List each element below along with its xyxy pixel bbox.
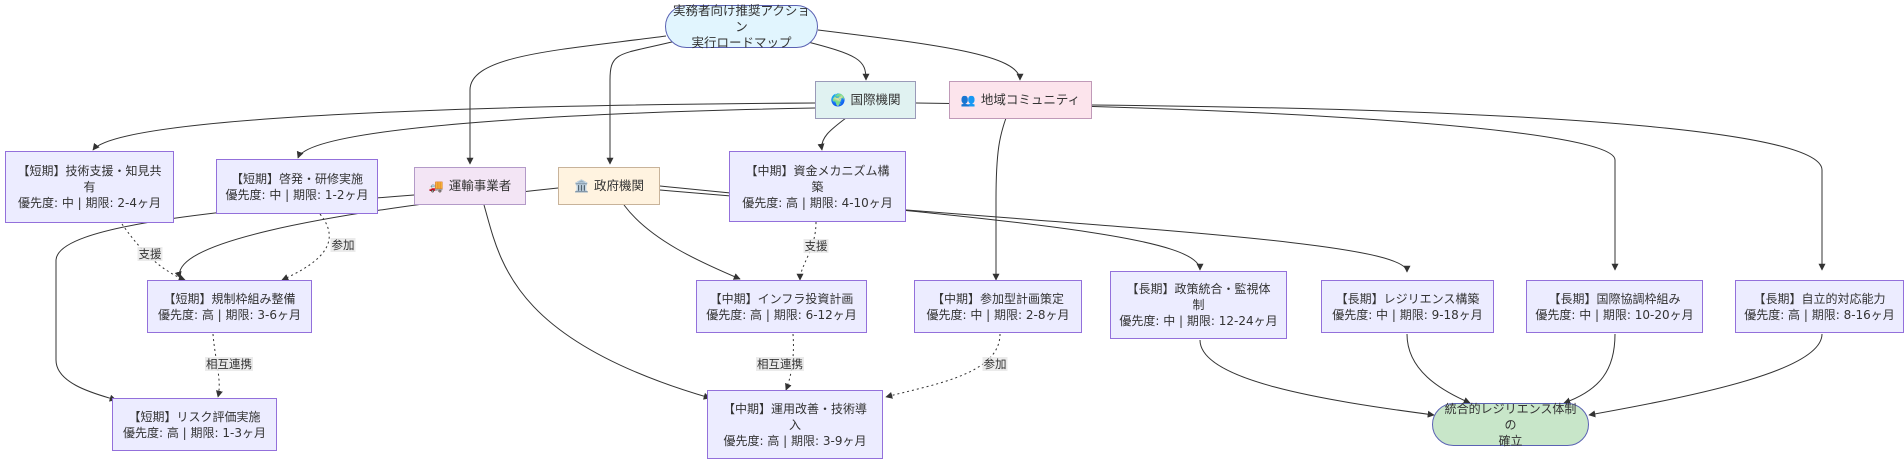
government-building-icon: 🏛️ <box>574 179 589 193</box>
task-tech-support-line-2: 有 <box>83 180 96 194</box>
task-policy-line-2: 制 <box>1192 298 1205 312</box>
edge-label-mutual-2: 相互連携 <box>756 357 804 371</box>
edge-root-community <box>817 29 1024 81</box>
edge-root-gov <box>606 39 681 165</box>
edge-intl-training <box>296 107 816 159</box>
goal-line-1: 統合的レジリエンス体制の <box>1444 401 1577 432</box>
actor-intl-label: 国際機関 <box>850 92 901 107</box>
people-icon: 👥 <box>960 93 976 107</box>
edge-community-participatory <box>992 117 1007 281</box>
task-ops-line-1: 【中期】運用改善・技術導 <box>722 401 867 416</box>
task-infra-line-2: 優先度: 高 | 期限: 6-12ヶ月 <box>706 307 857 322</box>
edge-resilience-goal <box>1406 333 1471 404</box>
edge-intlcoop-goal <box>1563 333 1616 405</box>
task-regulation-line-1: 【短期】規制枠組み整備 <box>163 291 296 306</box>
truck-icon: 🚚 <box>428 179 444 193</box>
task-resilience-line-2: 優先度: 中 | 期限: 9-18ヶ月 <box>1332 307 1483 322</box>
task-infra[interactable]: 【中期】インフラ投資計画 優先度: 高 | 期限: 6-12ヶ月 <box>696 280 867 333</box>
task-self-response[interactable]: 【長期】自立的対応能力 優先度: 高 | 期限: 8-16ヶ月 <box>1735 280 1904 333</box>
task-regulation-line-2: 優先度: 高 | 期限: 3-6ヶ月 <box>158 307 301 322</box>
task-resilience[interactable]: 【長期】レジリエンス構築 優先度: 中 | 期限: 9-18ヶ月 <box>1321 280 1494 333</box>
actor-gov[interactable]: 🏛️ 政府機関 <box>558 167 660 205</box>
task-intl-coop[interactable]: 【長期】国際協調枠組み 優先度: 中 | 期限: 10-20ヶ月 <box>1526 280 1703 333</box>
task-funding-line-2: 築 <box>811 179 824 194</box>
edge-intl-funding <box>817 117 847 151</box>
task-policy-line-3: 優先度: 中 | 期限: 12-24ヶ月 <box>1119 314 1278 328</box>
task-regulation[interactable]: 【短期】規制枠組み整備 優先度: 高 | 期限: 3-6ヶ月 <box>147 280 312 333</box>
goal-node[interactable]: 統合的レジリエンス体制の 確立 <box>1432 401 1589 448</box>
task-ops-line-3: 優先度: 高 | 期限: 3-9ヶ月 <box>723 433 867 448</box>
task-tech-support-line-1: 【短期】技術支援・知見共 <box>17 164 162 178</box>
task-intl-coop-line-2: 優先度: 中 | 期限: 10-20ヶ月 <box>1535 307 1694 322</box>
actor-transport-label: 運輸事業者 <box>448 178 512 193</box>
task-self-response-line-1: 【長期】自立的対応能力 <box>1753 291 1886 306</box>
edge-policy-goal <box>1199 339 1435 418</box>
task-policy[interactable]: 【長期】政策統合・監視体 制 優先度: 中 | 期限: 12-24ヶ月 <box>1110 271 1287 339</box>
edge-infra-ops <box>785 333 794 391</box>
edge-label-participate-1: 参加 <box>330 238 356 252</box>
globe-icon: 🌍 <box>830 93 846 107</box>
actor-community-label: 地域コミュニティ <box>980 92 1081 107</box>
task-participatory-line-1: 【中期】参加型計画策定 <box>931 291 1064 306</box>
edge-intl-intlcoop <box>915 102 1619 271</box>
task-risk[interactable]: 【短期】リスク評価実施 優先度: 高 | 期限: 1-3ヶ月 <box>112 398 277 451</box>
root-line-2: 実行ロードマップ <box>691 34 792 50</box>
edge-funding-infra <box>796 221 817 281</box>
actor-community[interactable]: 👥 地域コミュニティ <box>949 81 1092 119</box>
task-ops[interactable]: 【中期】運用改善・技術導 入 優先度: 高 | 期限: 3-9ヶ月 <box>707 390 883 459</box>
edge-root-transport <box>466 35 667 165</box>
root-line-1: 実務者向け推奨アクション <box>673 2 810 34</box>
goal-line-2: 確立 <box>1498 433 1523 448</box>
task-ops-line-2: 入 <box>788 417 801 432</box>
edge-label-support-2: 支援 <box>803 239 829 253</box>
task-tech-support-line-3: 優先度: 中 | 期限: 2-4ヶ月 <box>18 196 161 210</box>
actor-gov-label: 政府機関 <box>593 178 644 193</box>
task-risk-line-2: 優先度: 高 | 期限: 1-3ヶ月 <box>123 425 266 440</box>
task-training-line-1: 【短期】啓発・研修実施 <box>230 171 363 186</box>
task-funding-line-3: 優先度: 高 | 期限: 4-10ヶ月 <box>742 195 893 210</box>
task-risk-line-1: 【短期】リスク評価実施 <box>128 409 261 424</box>
task-intl-coop-line-1: 【長期】国際協調枠組み <box>1548 291 1681 306</box>
task-participatory-line-2: 優先度: 中 | 期限: 2-8ヶ月 <box>926 307 1070 322</box>
edge-label-participate-2: 参加 <box>982 357 1008 371</box>
task-tech-support[interactable]: 【短期】技術支援・知見共 有 優先度: 中 | 期限: 2-4ヶ月 <box>5 151 174 223</box>
edge-training-regulation <box>281 213 330 281</box>
edge-label-support-1: 支援 <box>137 247 163 261</box>
actor-transport[interactable]: 🚚 運輸事業者 <box>414 167 526 205</box>
task-participatory[interactable]: 【中期】参加型計画策定 優先度: 中 | 期限: 2-8ヶ月 <box>914 280 1082 333</box>
edge-transport-ops <box>483 204 711 400</box>
edge-intl-techsupport <box>92 102 816 151</box>
task-funding-line-1: 【中期】資金メカニズム構 <box>745 163 890 178</box>
task-self-response-line-2: 優先度: 高 | 期限: 8-16ヶ月 <box>1744 307 1895 322</box>
task-funding[interactable]: 【中期】資金メカニズム構 築 優先度: 高 | 期限: 4-10ヶ月 <box>729 151 906 222</box>
edge-community-selfresponse <box>1091 104 1826 271</box>
task-training[interactable]: 【短期】啓発・研修実施 優先度: 中 | 期限: 1-2ヶ月 <box>216 159 378 214</box>
actor-intl[interactable]: 🌍 国際機関 <box>815 81 916 119</box>
edge-label-mutual-1: 相互連携 <box>205 357 253 371</box>
task-policy-line-1: 【長期】政策統合・監視体 <box>1126 282 1271 296</box>
task-infra-line-1: 【中期】インフラ投資計画 <box>709 291 854 306</box>
edge-root-intl <box>799 39 870 81</box>
root-node[interactable]: 実務者向け推奨アクション 実行ロードマップ <box>665 2 818 50</box>
task-resilience-line-1: 【長期】レジリエンス構築 <box>1335 291 1480 306</box>
edge-gov-infra <box>623 204 741 280</box>
edge-selfresponse-goal <box>1588 333 1823 418</box>
task-training-line-2: 優先度: 中 | 期限: 1-2ヶ月 <box>225 187 369 202</box>
